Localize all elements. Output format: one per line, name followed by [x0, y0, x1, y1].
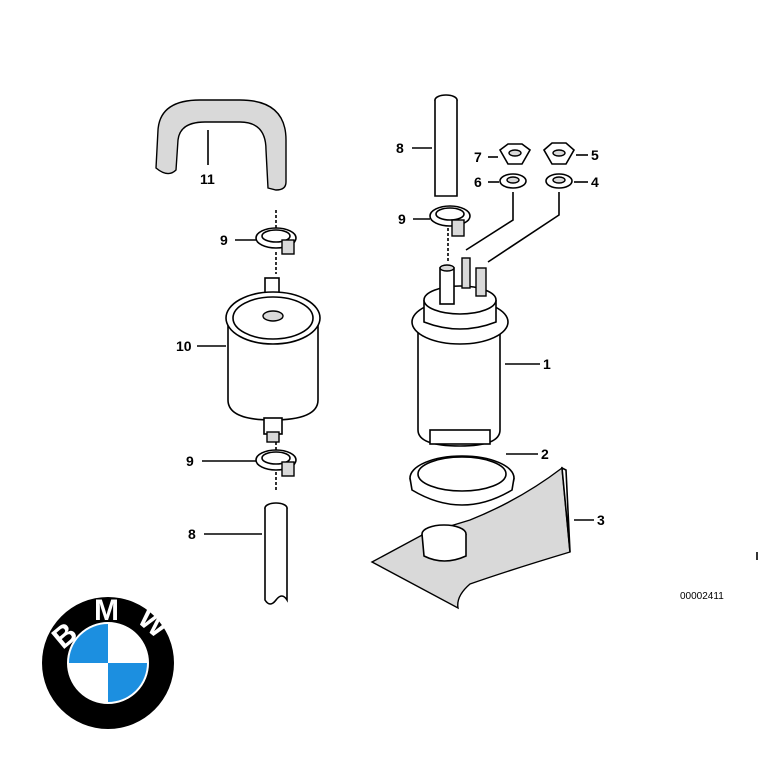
part-9-clamp-bottom-left: [255, 442, 297, 490]
part-1-fuel-pump: [411, 257, 509, 447]
callout-11: 11: [200, 171, 215, 187]
part-8-hose-bottom: [264, 502, 288, 605]
part-10-fuel-filter: [225, 277, 321, 443]
bmw-logo: B M W: [42, 594, 175, 729]
part-11-hose: [155, 99, 287, 191]
connector-6-to-pump: [465, 192, 514, 251]
part-5-nut: [542, 142, 576, 165]
callout-8-top: 8: [396, 140, 404, 156]
callout-2: 2: [541, 446, 549, 462]
connector-4-to-pump: [487, 192, 560, 263]
callout-7: 7: [474, 149, 482, 165]
part-7-nut: [498, 143, 532, 165]
part-4-washer: [545, 173, 573, 189]
part-8-hose-top: [434, 94, 458, 197]
part-2-ring: [409, 455, 515, 506]
logo-quadrant-blue-br: [108, 663, 148, 703]
reference-number: 00002411: [680, 591, 724, 602]
callout-1: 1: [543, 356, 551, 372]
logo-letter-m: M: [94, 594, 119, 627]
callout-4: 4: [591, 174, 599, 190]
logo-quadrant-blue-tl: [68, 623, 108, 663]
callout-10: 10: [176, 338, 192, 354]
callout-5: 5: [591, 147, 599, 163]
part-9-clamp-top-right: [429, 205, 471, 262]
callout-6: 6: [474, 174, 482, 190]
callout-8-bottom: 8: [188, 526, 196, 542]
part-9-clamp-top-left: [255, 210, 297, 274]
callout-3: 3: [597, 512, 605, 528]
callout-9-top-left: 9: [220, 232, 228, 248]
part-3-bracket: [370, 466, 571, 610]
part-6-washer: [499, 173, 527, 189]
callout-9-bottom-left: 9: [186, 453, 194, 469]
callout-9-top-right: 9: [398, 211, 406, 227]
